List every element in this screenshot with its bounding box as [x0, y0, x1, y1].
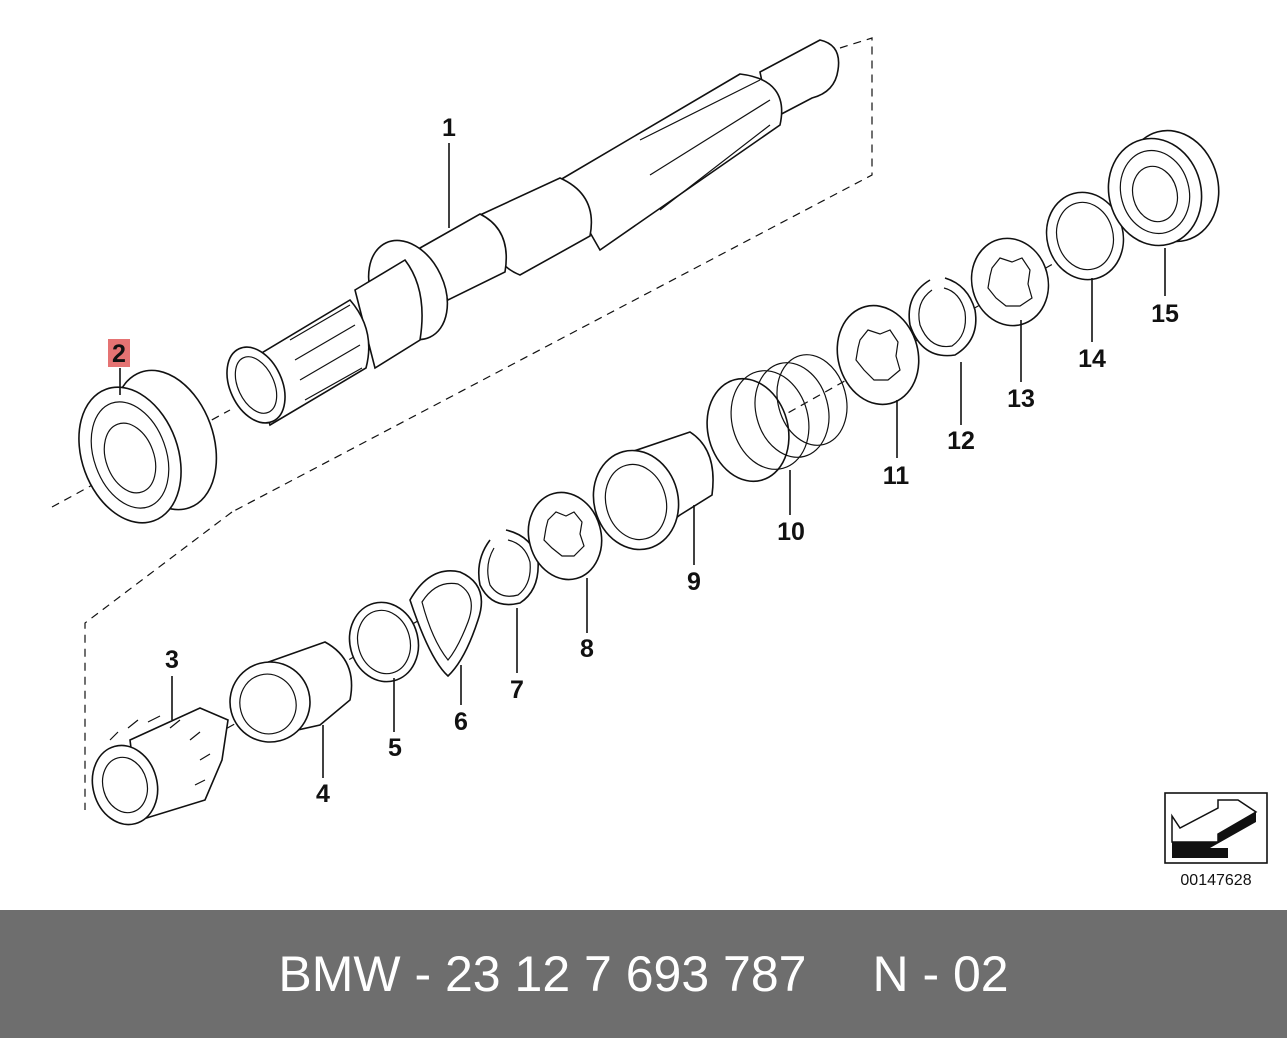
label-15[interactable]: 15: [1151, 300, 1179, 328]
dashed-guides: [51, 37, 1141, 810]
snap-ring-12: [908, 277, 977, 357]
spring-10: [706, 354, 848, 483]
label-9[interactable]: 9: [687, 568, 701, 596]
cup-9: [592, 431, 714, 551]
label-10[interactable]: 10: [777, 518, 805, 546]
washer-6: [409, 570, 483, 678]
label-11[interactable]: 11: [883, 462, 910, 490]
label-2[interactable]: 2: [112, 340, 126, 368]
ring-13: [970, 237, 1050, 327]
exploded-parts-diagram: 1 2 3 4 5 6 7 8 9 10 11 12 13 14 15 0014…: [51, 37, 1268, 889]
label-13[interactable]: 13: [1007, 385, 1035, 413]
highlight-box: [108, 339, 130, 367]
label-14[interactable]: 14: [1078, 345, 1106, 373]
label-3[interactable]: 3: [165, 646, 179, 674]
page-number-text: N - 02: [872, 946, 1009, 1002]
bearing-right: [1107, 129, 1220, 247]
bearing-left: [78, 369, 218, 524]
label-5[interactable]: 5: [388, 734, 402, 762]
arrow-icon-box: [1164, 792, 1268, 864]
part-labels: 1 2 3 4 5 6 7 8 9 10 11 12 13 14 15: [112, 114, 1179, 808]
label-8[interactable]: 8: [580, 635, 594, 663]
part-number-text: BMW - 23 12 7 693 787: [278, 946, 807, 1002]
reference-number: 00147628: [1180, 872, 1251, 889]
label-12[interactable]: 12: [947, 427, 975, 455]
leader-lines: [119, 143, 1166, 778]
arrow-icon: [1171, 799, 1258, 858]
label-6[interactable]: 6: [454, 708, 468, 736]
sleeve: [229, 641, 353, 743]
label-4[interactable]: 4: [316, 780, 330, 808]
label-7[interactable]: 7: [510, 676, 524, 704]
label-1[interactable]: 1: [442, 114, 456, 142]
disc-8: [527, 491, 603, 581]
gear: [91, 707, 229, 826]
main-shaft: [226, 39, 840, 427]
disc-11: [836, 304, 920, 406]
footer-bar: BMW - 23 12 7 693 787 N - 02: [0, 910, 1287, 1038]
